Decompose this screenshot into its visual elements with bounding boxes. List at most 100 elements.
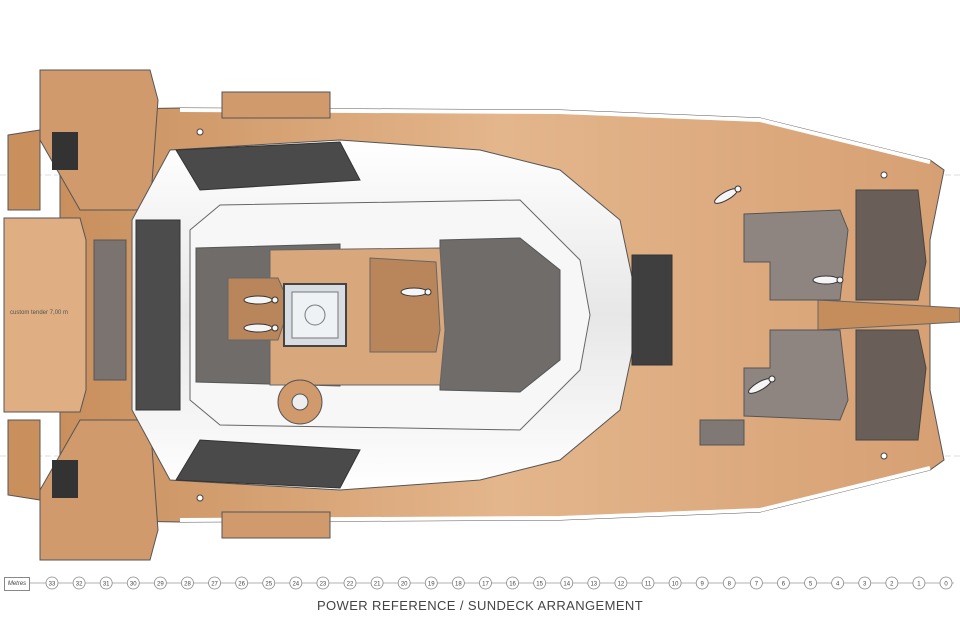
scale-tick-label: 8: [728, 582, 732, 588]
scale-tick-marker: [614, 576, 628, 590]
aft-bench: [93, 239, 127, 381]
tender-bay: [3, 217, 87, 413]
figure-foredeck-2: [812, 275, 844, 285]
scale-tick-marker: [858, 576, 872, 590]
scale-tick-label: 6: [782, 582, 786, 588]
scale-tick-label: 28: [184, 582, 191, 588]
scale-tick-label: 33: [49, 582, 56, 588]
side-seat-starboard: [699, 419, 745, 446]
scale-tick-label: 12: [618, 582, 625, 588]
window-band-port: [175, 141, 361, 191]
scale-tick-label: 18: [455, 582, 462, 588]
aft-step-port: [7, 129, 41, 211]
aft-glazing: [135, 219, 181, 411]
scale-tick-marker: [235, 576, 249, 590]
scale-tick-marker: [153, 576, 167, 590]
scale-tick-label: 30: [130, 582, 137, 588]
scale-tick-marker: [912, 576, 926, 590]
scale-tick-label: 14: [563, 582, 570, 588]
drawing-caption: POWER REFERENCE / SUNDECK ARRANGEMENT: [316, 598, 644, 613]
scale-tick-label: 0: [944, 582, 948, 588]
scale-tick-label: 5: [809, 582, 813, 588]
scale-tick-marker: [587, 576, 601, 590]
jacuzzi-jet-ring: [304, 304, 326, 326]
scale-tick-label: 19: [428, 582, 435, 588]
side-platform-port: [221, 91, 331, 119]
scale-tick-marker: [804, 576, 817, 590]
scale-tick-marker: [560, 576, 574, 590]
bow-net-port: [855, 189, 927, 301]
scale-tick-marker: [397, 576, 411, 590]
side-platform-starboard: [221, 511, 331, 539]
scale-tick-label: 9: [701, 582, 705, 588]
figure-sunbather-1: [243, 295, 279, 305]
aft-step-starboard: [7, 419, 41, 501]
scale-tick-label: 32: [76, 582, 83, 588]
scale-tick-label: 23: [320, 582, 327, 588]
scale-tick-marker: [668, 576, 682, 590]
scale-tick-marker: [343, 576, 357, 590]
scale-tick-label: 1: [917, 582, 921, 588]
scale-tick-marker: [749, 576, 763, 590]
cleat-mid-port: [196, 128, 204, 136]
scale-tick-label: 2: [890, 582, 894, 588]
scale-tick-label: 27: [211, 582, 218, 588]
scale-tick-label: 21: [374, 582, 381, 588]
scale-tick-marker: [289, 576, 303, 590]
scale-tick-marker: [424, 576, 438, 590]
scale-tick-label: 25: [265, 582, 272, 588]
scale-tick-marker: [208, 576, 221, 590]
scale-tick-label: 17: [482, 582, 489, 588]
scale-tick-marker: [885, 576, 899, 590]
scale-tick-label: 22: [347, 582, 354, 588]
scale-tick-marker: [722, 576, 736, 590]
scale-tick-label: 26: [238, 582, 245, 588]
scale-tick-label: 10: [672, 582, 679, 588]
scale-tick-marker: [316, 576, 330, 590]
scale-tick-marker: [777, 576, 790, 590]
scale-tick-marker: [533, 576, 547, 590]
scale-tick-label: 31: [103, 582, 110, 588]
figure-foredeck-1: [714, 185, 742, 204]
figure-sunbather-3: [400, 287, 432, 297]
scale-tick-label: 3: [863, 582, 867, 588]
scale-tick-marker: [45, 576, 59, 590]
stair-core: [291, 393, 309, 411]
scale-tick-label: 4: [836, 582, 840, 588]
aft-locker-port: [52, 132, 78, 170]
forward-lounge-starboard: [743, 329, 849, 421]
scale-tick-label: 16: [509, 582, 516, 588]
scale-title: Metres: [4, 577, 30, 591]
scale-tick-label: 20: [401, 582, 408, 588]
scale-tick-marker: [479, 576, 492, 590]
scale-tick-marker: [181, 576, 194, 590]
toerail-port: [179, 108, 931, 164]
aft-locker-starboard: [52, 460, 78, 498]
jacuzzi-basin: [291, 291, 339, 339]
scale-tick-marker: [506, 576, 519, 590]
scale-tick-marker: [126, 576, 140, 590]
cleat-mid-starboard: [196, 494, 204, 502]
scale-tick-marker: [72, 576, 86, 590]
scale-tick-marker: [370, 576, 384, 590]
scale-tick-label: 15: [536, 582, 543, 588]
scale-tick-marker: [262, 576, 276, 590]
figure-sunbather-2: [243, 323, 279, 333]
bow-net-starboard: [855, 329, 927, 441]
cleat-bow-port: [880, 171, 888, 179]
scale-tick-marker: [99, 576, 113, 590]
scale-tick-marker: [831, 576, 845, 590]
toerail-starboard: [179, 466, 931, 522]
scale-tick-label: 7: [755, 582, 759, 588]
scale-tick-marker: [641, 576, 655, 590]
scale-tick-label: 13: [590, 582, 597, 588]
sunpad-forward: [439, 237, 561, 393]
scale-tick-label: 24: [292, 582, 299, 588]
scale-tick-label: 29: [157, 582, 164, 588]
bowsprit: [817, 299, 960, 331]
scale-tick-marker: [451, 576, 465, 590]
cleat-bow-starboard: [880, 452, 888, 460]
tender-label: custom tender 7,00 m: [10, 310, 69, 316]
forward-hatch: [631, 254, 673, 366]
